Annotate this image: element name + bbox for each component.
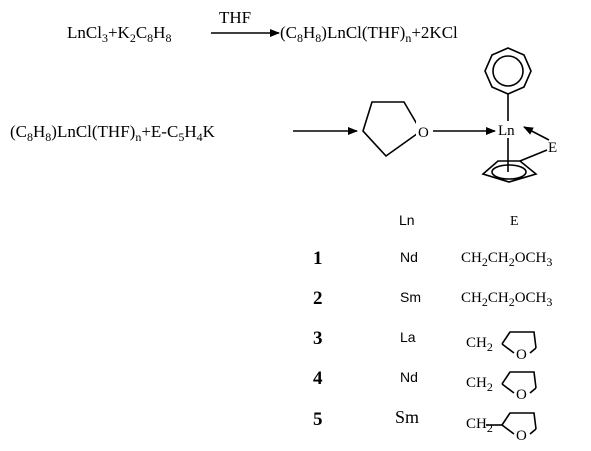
thf-ring	[362, 101, 422, 158]
compound-ln: Sm	[395, 407, 419, 427]
compound-row: 2 Sm CH2CH2OCH3	[313, 288, 552, 309]
cp-aromatic-circle	[491, 164, 527, 180]
compound-number: 5	[313, 409, 323, 430]
ln-atom-label: Ln	[498, 123, 515, 139]
substituent-chain: CH2CH2OCH3	[461, 290, 552, 309]
compound-ln: Sm	[400, 289, 421, 305]
compound-number: 4	[313, 368, 323, 389]
reaction-2: (C8H8)LnCl(THF)n+E-C5H4K O Ln E	[10, 47, 557, 183]
compound-row: 1 Nd CH2CH2OCH3	[313, 248, 552, 269]
column-header-ln: Ln	[399, 212, 415, 228]
substituent-ch2: CH2	[466, 375, 493, 394]
thf-substituent-oxygen: O	[516, 347, 527, 363]
cot-ring	[484, 47, 532, 95]
compound-ln: Nd	[400, 249, 418, 265]
reactant-2: (C8H8)LnCl(THF)n+E-C5H4K	[10, 122, 216, 144]
substituent-chain: CH2CH2OCH3	[461, 250, 552, 269]
thf-substituent-oxygen: O	[516, 387, 527, 403]
substituent-ch2: CH2	[466, 335, 493, 354]
thf-substituent-ring-close	[529, 428, 537, 435]
thf-substituent-ring	[501, 331, 537, 354]
thf-substituent-ring	[501, 371, 537, 394]
column-header-e: E	[510, 214, 519, 229]
coordination-arrow-e-ln	[523, 126, 550, 141]
e-atom-label: E	[548, 140, 557, 156]
thf-substituent-oxygen: O	[516, 428, 527, 444]
compound-number: 3	[313, 328, 323, 349]
product-1: (C8H8)LnCl(THF)n+2KCl	[280, 23, 458, 45]
reactant-lncl3: LnCl3+K2C8H8	[67, 23, 171, 45]
compound-number: 2	[313, 288, 323, 309]
thf-substituent-ring-close	[529, 387, 537, 394]
thf-substituent-ring-close	[529, 347, 537, 354]
compound-ln: Nd	[400, 369, 418, 385]
thf-oxygen-label: O	[418, 125, 429, 141]
thf-substituent-ring	[501, 412, 537, 435]
cp-ring	[481, 160, 538, 183]
cot-aromatic-circle	[492, 55, 524, 87]
o-atom-bg	[416, 121, 432, 141]
cp-e-bond	[519, 149, 548, 162]
substituent-ch2: CH2	[466, 416, 493, 435]
arrow-label-thf: THF	[219, 8, 251, 27]
reaction-1: LnCl3+K2C8H8 THF (C8H8)LnCl(THF)n+2KCl	[67, 8, 458, 45]
compound-ln: La	[400, 329, 416, 345]
compound-number: 1	[313, 248, 323, 269]
